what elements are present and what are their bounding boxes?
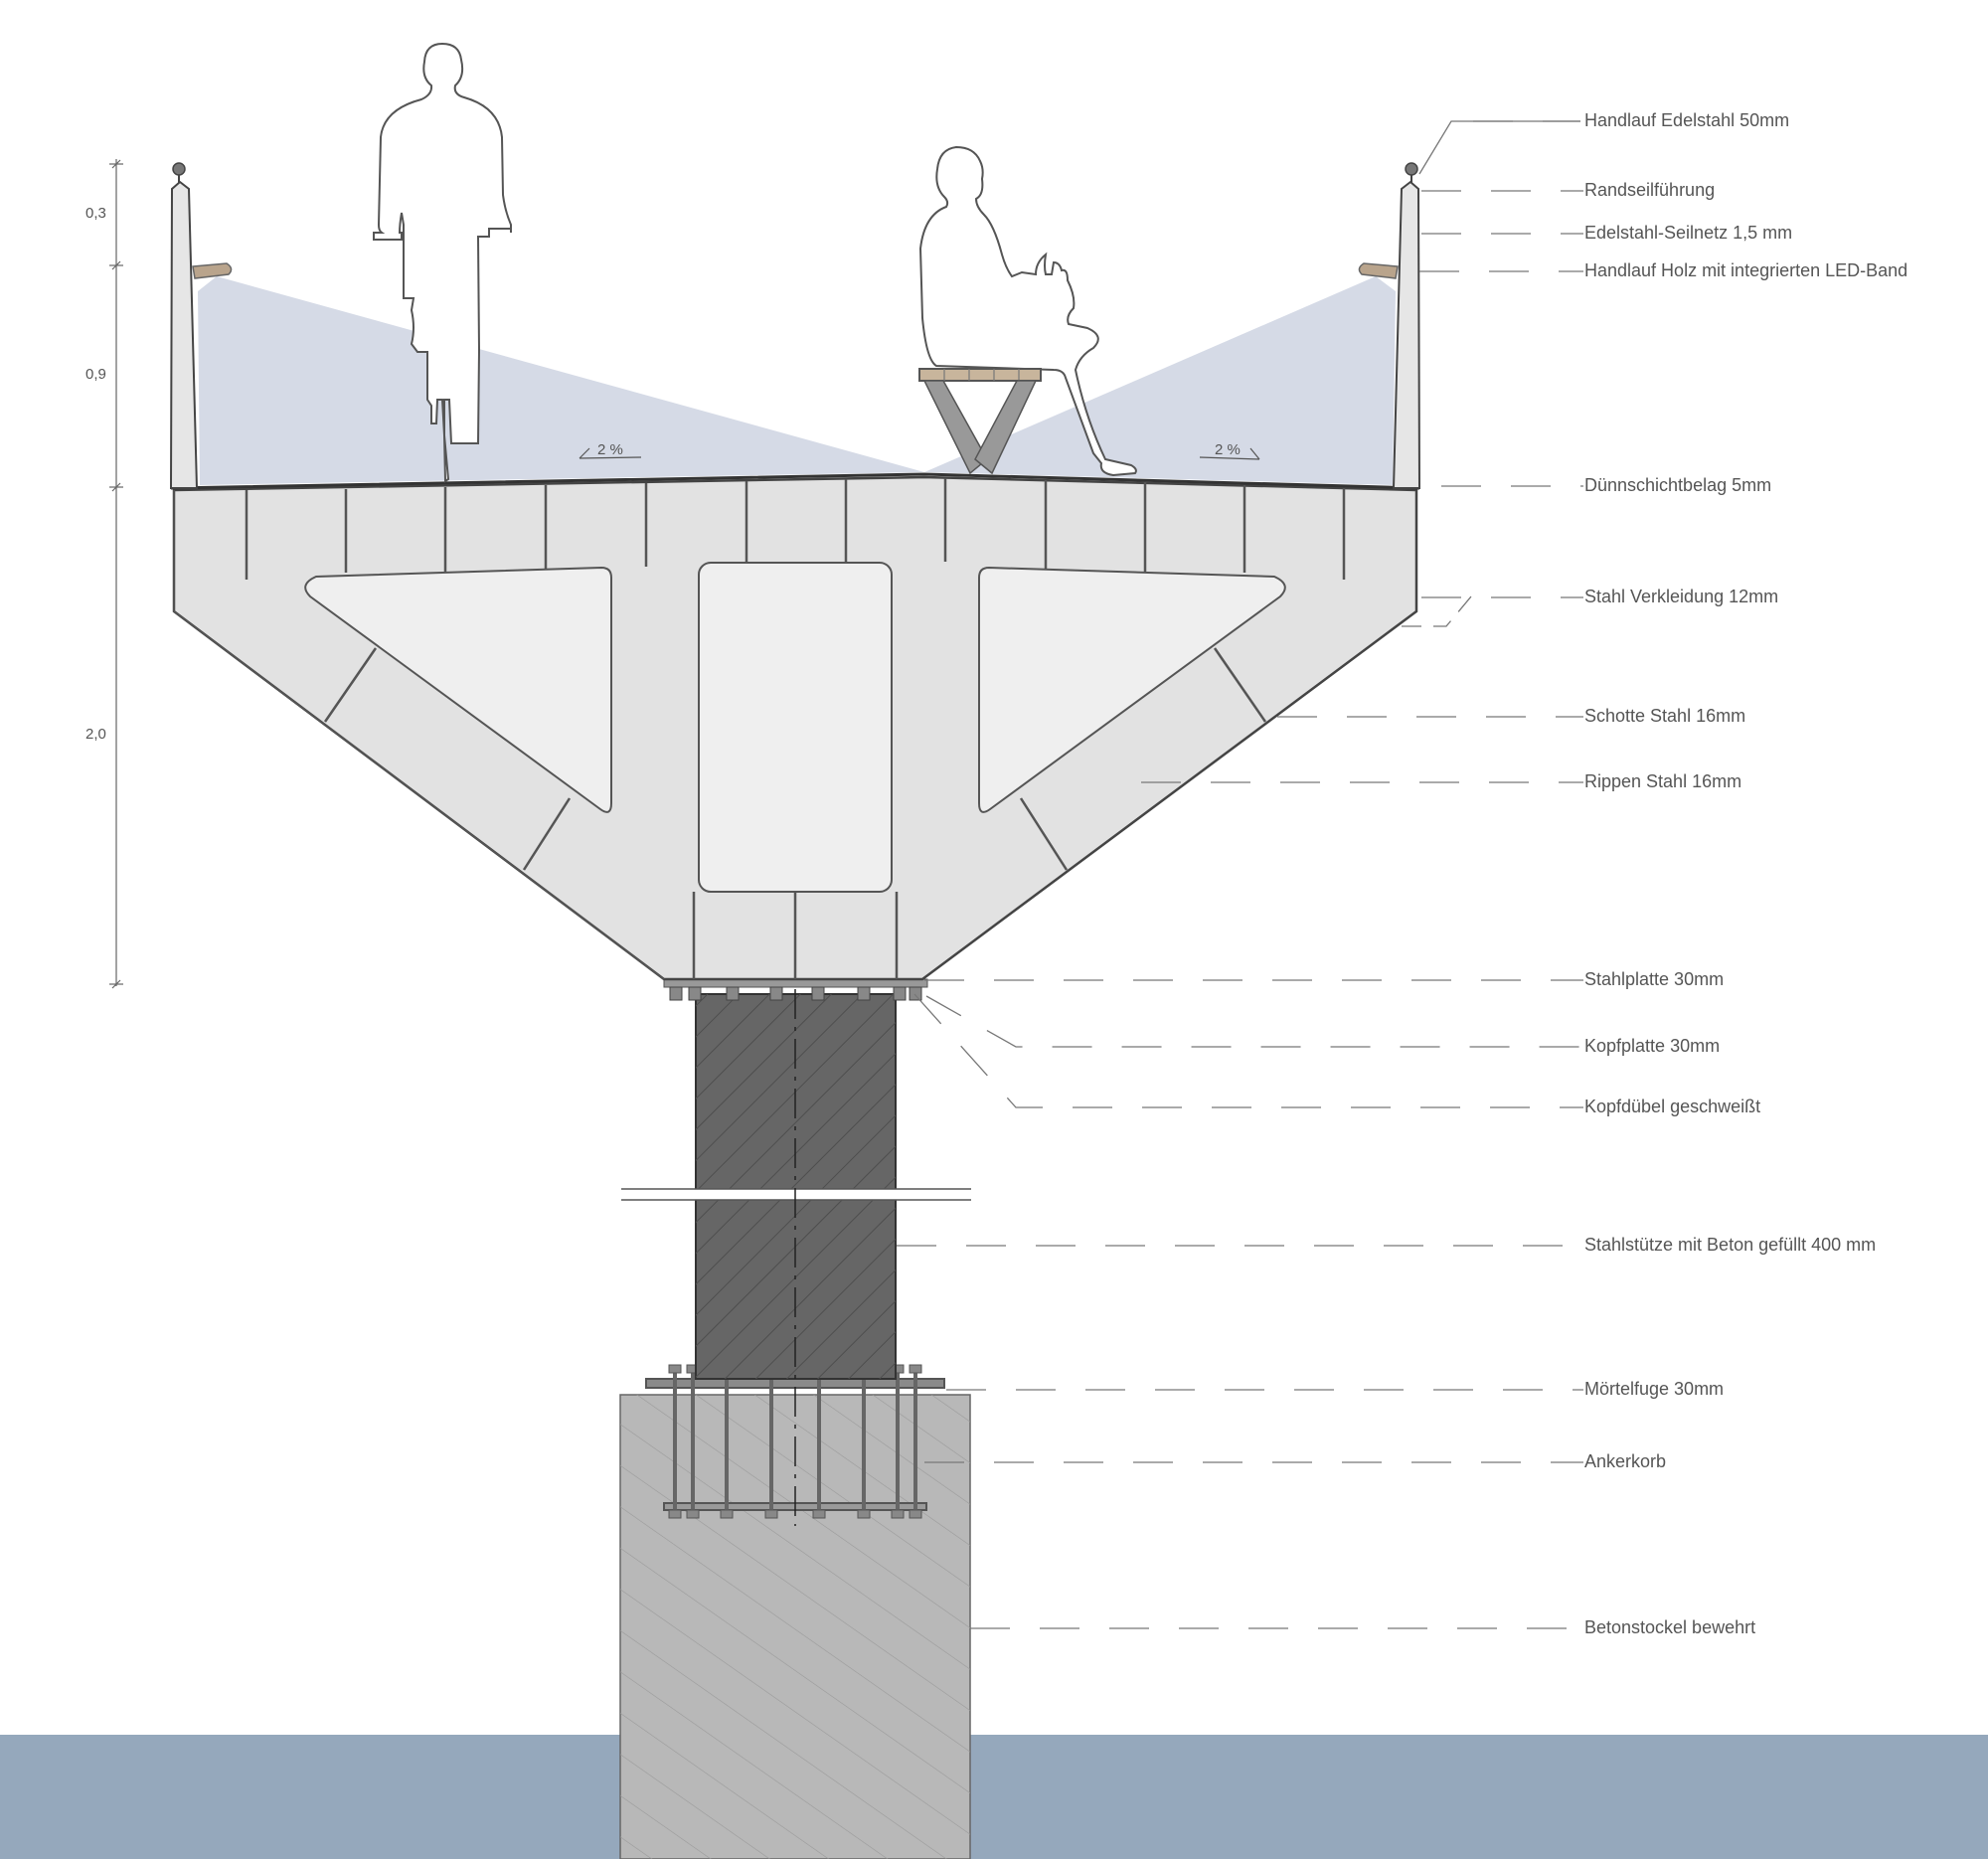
- slope-marker-left: 2 %: [579, 441, 642, 459]
- label-handlauf-holz: Handlauf Holz mit integrierten LED-Band: [1584, 260, 1907, 280]
- label-kopfduebel: Kopfdübel geschweißt: [1584, 1097, 1760, 1116]
- dimension-label: 0,9: [85, 366, 106, 383]
- label-rippen: Rippen Stahl 16mm: [1584, 771, 1741, 791]
- annotation-labels: Handlauf Edelstahl 50mm Randseilführung …: [1584, 110, 1907, 1637]
- label-ankerkorb: Ankerkorb: [1584, 1451, 1666, 1471]
- label-betonstockel: Betonstockel bewehrt: [1584, 1617, 1755, 1637]
- water-surface: [0, 1735, 1988, 1859]
- steel-column: [621, 989, 971, 1526]
- dimension-chain: [109, 159, 123, 989]
- slope-label-right: 2 %: [1215, 441, 1241, 458]
- label-seilnetz: Edelstahl-Seilnetz 1,5 mm: [1584, 223, 1792, 243]
- bench-icon: [918, 368, 1042, 475]
- steel-box-girder: [170, 472, 1420, 981]
- head-plate: [663, 978, 928, 1001]
- standing-person-icon: [373, 42, 512, 483]
- slope-label-left: 2 %: [597, 441, 623, 458]
- slope-marker-right: 2 %: [1199, 441, 1260, 460]
- label-stahlplatte: Stahlplatte 30mm: [1584, 969, 1724, 989]
- label-handlauf-edelstahl: Handlauf Edelstahl 50mm: [1584, 110, 1789, 130]
- dimension-label: 2,0: [85, 726, 106, 743]
- dimension-label: 0,3: [85, 205, 106, 222]
- railing-right: [1358, 162, 1421, 489]
- label-randseilfuehrung: Randseilführung: [1584, 180, 1715, 200]
- label-schotte: Schotte Stahl 16mm: [1584, 706, 1745, 726]
- label-stahlstuetze: Stahlstütze mit Beton gefüllt 400 mm: [1584, 1235, 1876, 1255]
- label-kopfplatte: Kopfplatte 30mm: [1584, 1036, 1720, 1056]
- leader-lines: [897, 120, 1583, 1629]
- seated-person-icon: [918, 145, 1137, 477]
- label-duennschichtbelag: Dünnschichtbelag 5mm: [1584, 475, 1771, 495]
- led-light-cones: [198, 276, 1396, 485]
- railing-left: [169, 162, 233, 489]
- label-stahl-verkleidung: Stahl Verkleidung 12mm: [1584, 587, 1778, 606]
- label-moertelfuge: Mörtelfuge 30mm: [1584, 1379, 1724, 1399]
